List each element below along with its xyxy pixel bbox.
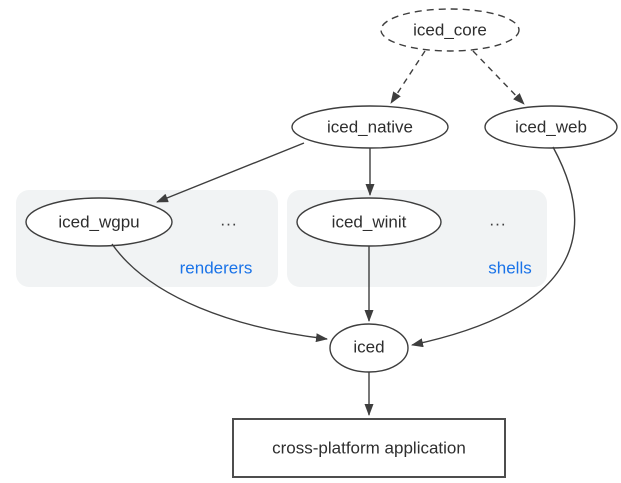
node-label-iced: iced (353, 337, 385, 357)
group-label-shells: shells (488, 258, 532, 278)
group-label-renderers: renderers (179, 258, 253, 278)
node-label-iced-core: iced_core (413, 20, 487, 40)
node-label-iced-native: iced_native (326, 117, 414, 137)
edge-iced-web-to-iced (411, 146, 576, 348)
edge-iced-wgpu-to-iced (111, 243, 328, 343)
edge-iced-core-to-iced-native (390, 50, 426, 104)
edge-iced-core-to-iced-web (472, 50, 525, 105)
node-label-app: cross-platform application (272, 438, 466, 458)
node-iced-wgpu-ellipse (25, 197, 173, 247)
node-label-iced-winit: iced_winit (331, 212, 407, 232)
node-iced-web-ellipse (484, 105, 618, 149)
edge-iced-native-to-iced-wgpu (156, 142, 305, 203)
group-shells-ellipsis: ... (489, 210, 507, 230)
node-app-rect (232, 418, 506, 478)
node-label-iced-wgpu: iced_wgpu (58, 212, 140, 232)
group-renderers-ellipsis: ... (220, 210, 238, 230)
node-iced-core-ellipse (380, 8, 520, 52)
node-label-iced-web: iced_web (515, 117, 587, 137)
